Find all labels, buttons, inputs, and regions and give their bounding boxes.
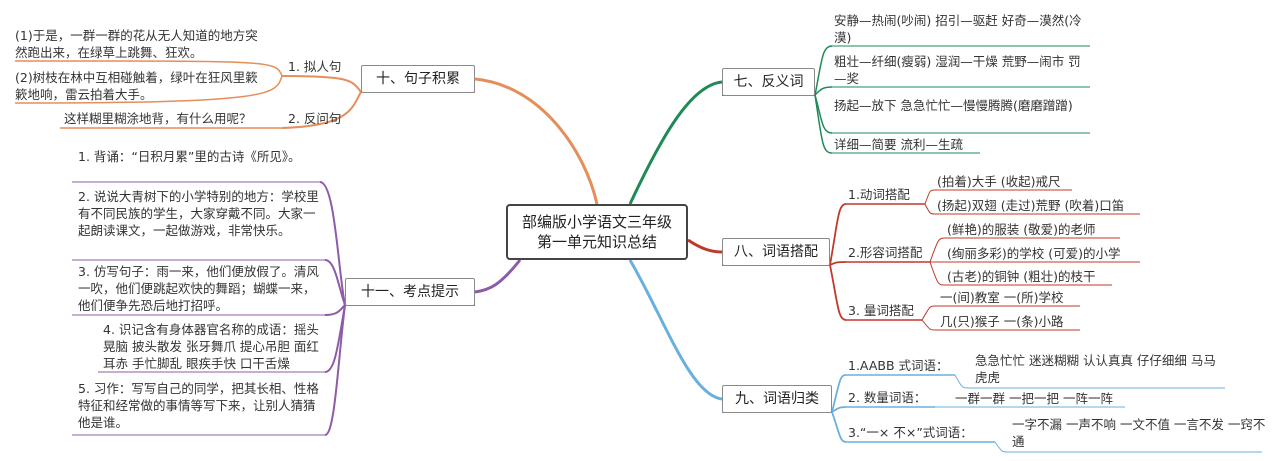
exam-tip-1: 1. 背诵：“日积月累”里的古诗《所见》。: [78, 149, 301, 164]
connector-branch10-sub1: [281, 75, 362, 93]
branch-word-collocation[interactable]: 八、词语搭配: [722, 238, 830, 266]
connector-branch9-sub3: [831, 411, 847, 443]
connector-branch7-item4: [814, 94, 833, 154]
connector-branch11-item3: [324, 304, 346, 316]
connector-branch8-sub2: [829, 261, 847, 266]
quantity-words-list: 一群一群 一把一把 一阵一阵: [955, 391, 1113, 406]
conn-9-1: [954, 374, 1225, 389]
connector-branch11-item1: [319, 181, 346, 306]
branch-sentence-accumulation[interactable]: 十、句子积累: [361, 65, 475, 93]
connector-sub1-item2: [14, 75, 283, 104]
antonym-row-3: 扬起—放下 急急忙忙—慢慢腾腾(磨磨蹭蹭): [834, 98, 1073, 113]
conn-8-2-3: [929, 261, 1112, 286]
sub-yi-bu-words[interactable]: 3.“一× 不×”式词语：: [848, 425, 973, 440]
conn-8-2-1: [929, 237, 1120, 263]
sub-verb-collocation[interactable]: 1.动词搭配: [848, 187, 910, 202]
sub-rhetorical-question[interactable]: 2. 反问句: [288, 111, 342, 126]
connector-sub1-item1: [14, 60, 283, 77]
sub-measure-word-collocation[interactable]: 3. 量词搭配: [848, 303, 914, 318]
branch-exam-tips[interactable]: 十一、考点提示: [345, 278, 475, 306]
connector-branch11-item5: [324, 304, 346, 436]
rhetorical-example: 这样糊里糊涂地背，有什么用呢？: [64, 111, 252, 126]
connector-branch11-item2: [324, 259, 346, 306]
aabb-words-list: 急急忙忙 迷迷糊糊 认认真真 仔仔细细 马马虎虎: [975, 353, 1216, 385]
connector-branch10-sub2: [281, 91, 362, 129]
sub-aabb-words[interactable]: 1.AABB 式词语：: [848, 358, 949, 373]
connector-branch9-sub2: [831, 406, 847, 413]
sub-quantity-words[interactable]: 2. 数量词语：: [848, 390, 927, 405]
conn-8-1-2: [924, 203, 1140, 215]
connector-center-to-branch8: [687, 238, 723, 254]
exam-tip-3: 3. 仿写句子：雨一来，他们便放假了。清风一吹，他们便跳起欢快的舞蹈；蝴蝶一来，…: [78, 264, 319, 313]
conn-9-3: [994, 441, 1262, 453]
connector-center-to-branch10: [474, 77, 599, 205]
conn-8-3-2: [921, 319, 1080, 331]
branch-antonyms[interactable]: 七、反义词: [722, 68, 815, 96]
adjective-collocation-2: (绚丽多彩)的学校 (可爱)的小学: [947, 246, 1121, 261]
center-title-line1: 部编版小学语文三年级: [521, 213, 672, 231]
exam-tip-2: 2. 说说大青树下的小学特别的地方：学校里有不同民族的学生，大家穿戴不同。大家一…: [78, 189, 319, 238]
adjective-collocation-1: (鲜艳)的服装 (敬爱)的老师: [947, 222, 1096, 237]
sub-personification[interactable]: 1. 拟人句: [288, 59, 342, 74]
center-topic[interactable]: 部编版小学语文三年级 第一单元知识总结: [506, 204, 688, 260]
connector-branch9-sub1: [831, 374, 847, 413]
yi-bu-words-list: 一字不漏 一声不响 一文不值 一言不发 一窍不通: [1012, 417, 1266, 449]
conn-8-1-1: [924, 189, 1072, 205]
exam-tip-5: 5. 习作：写写自己的同学，把其长相、性格特征和经常做的事情等写下来，让别人猜猜…: [78, 381, 319, 430]
center-title-line2: 第一单元知识总结: [536, 233, 657, 251]
antonym-row-2: 粗壮—纤细(瘦弱) 湿润—干燥 荒野—闹市 罚—奖: [834, 54, 1081, 86]
branch-word-classification[interactable]: 九、词语归类: [722, 385, 832, 413]
verb-collocation-1: (拍着)大手 (收起)戒尺: [937, 174, 1061, 189]
personification-example-1: (1)于是，一群一群的花从无人知道的地方突然跑出来，在绿草上跳舞、狂欢。: [15, 28, 258, 60]
antonym-row-4: 详细—简要 流利—生疏: [834, 137, 963, 152]
connector-center-to-branch11: [474, 259, 522, 294]
antonym-row-1: 安静—热闹(吵闹) 招引—驱赶 好奇—漠然(冷漠): [834, 13, 1082, 45]
verb-collocation-2: (扬起)双翅 (走过)荒野 (吹着)口笛: [937, 198, 1125, 213]
personification-example-2: (2)树枝在林中互相碰触着，绿叶在狂风里簌簌地响，雷云拍着大手。: [15, 70, 258, 102]
conn-8-3-1: [921, 305, 1080, 321]
measure-collocation-1: 一(间)教室 一(所)学校: [940, 290, 1064, 305]
adjective-collocation-3: (古老)的铜钟 (粗壮)的枝干: [947, 269, 1096, 284]
connector-branch8-sub3: [829, 264, 847, 321]
exam-tip-4: 4. 识记含有身体器官名称的成语：摇头晃脑 披头散发 张牙舞爪 提心吊胆 面红耳…: [103, 322, 319, 371]
connector-center-to-branch7: [628, 80, 723, 205]
measure-collocation-2: 几(只)猴子 一(条)小路: [940, 314, 1064, 329]
connector-branch7-item2: [814, 86, 833, 96]
connector-center-to-branch9: [628, 259, 723, 401]
sub-adjective-collocation[interactable]: 2.形容词搭配: [848, 245, 923, 260]
connector-branch7-item1: [814, 45, 833, 96]
connector-branch8-sub1: [829, 203, 847, 266]
